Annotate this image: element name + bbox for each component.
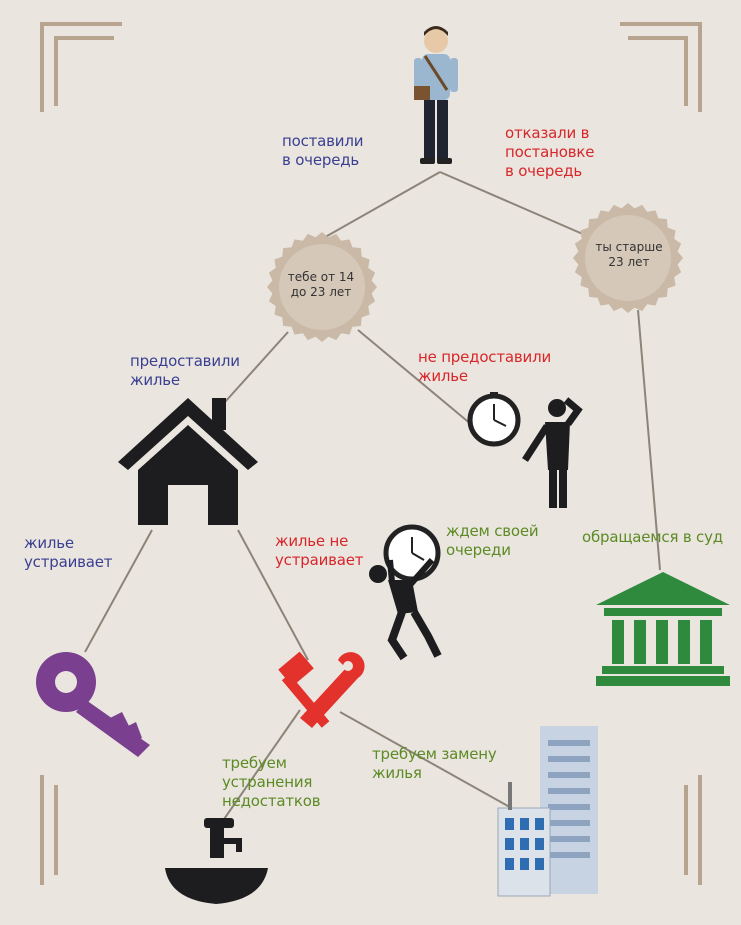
person-icon — [414, 26, 458, 164]
label-queued: поставили в очередь — [282, 132, 364, 169]
corner-frame-top-left — [40, 22, 122, 112]
label-housing-given: предоставили жилье — [130, 352, 240, 389]
edge-house-to-tools — [237, 529, 309, 661]
man-carrying-clock-icon — [369, 524, 442, 661]
worried-man-clock-icon — [467, 392, 583, 508]
age-badge-icon — [267, 232, 377, 342]
label-housing-not-ok: жилье не устраивает — [275, 532, 364, 569]
label-housing-not-given: не предоставили жилье — [418, 348, 552, 385]
courthouse-icon — [596, 572, 730, 686]
label-go-court: обращаемся в суд — [582, 528, 723, 546]
older-badge-label: ты старше 23 лет — [595, 240, 663, 269]
older-badge-icon — [573, 203, 683, 313]
edge-root-to-older — [439, 171, 586, 236]
buildings-icon — [497, 726, 598, 897]
edge-tools-to-sink — [221, 709, 301, 823]
edge-age-to-worried — [357, 329, 479, 431]
label-housing-ok: жилье устраивает — [24, 534, 113, 571]
label-wait-turn: ждем своей очереди — [446, 522, 539, 559]
corner-frame-bottom-right — [680, 775, 740, 885]
edge-older-to-court — [637, 309, 661, 571]
edge-house-to-key — [84, 529, 153, 653]
badge-inner — [279, 244, 365, 330]
label-replace-housing: требуем замену жилья — [372, 745, 497, 782]
corner-frame-bottom-left — [40, 775, 100, 885]
edge-root-to-age — [319, 171, 441, 241]
faucet-sink-icon — [165, 818, 268, 904]
label-refused-queue: отказали в постановке в очередь — [505, 124, 595, 180]
label-fix-defects: требуем устранения недостатков — [222, 754, 321, 810]
edge-age-to-house — [224, 331, 289, 403]
corner-frame-top-right — [620, 22, 702, 112]
tools-icon — [278, 651, 365, 728]
edge-tools-to-buildings — [339, 711, 516, 811]
house-icon — [118, 398, 258, 525]
key-icon — [36, 652, 150, 757]
age-badge-label: тебе от 14 до 23 лет — [287, 270, 355, 299]
badge-inner — [585, 215, 671, 301]
